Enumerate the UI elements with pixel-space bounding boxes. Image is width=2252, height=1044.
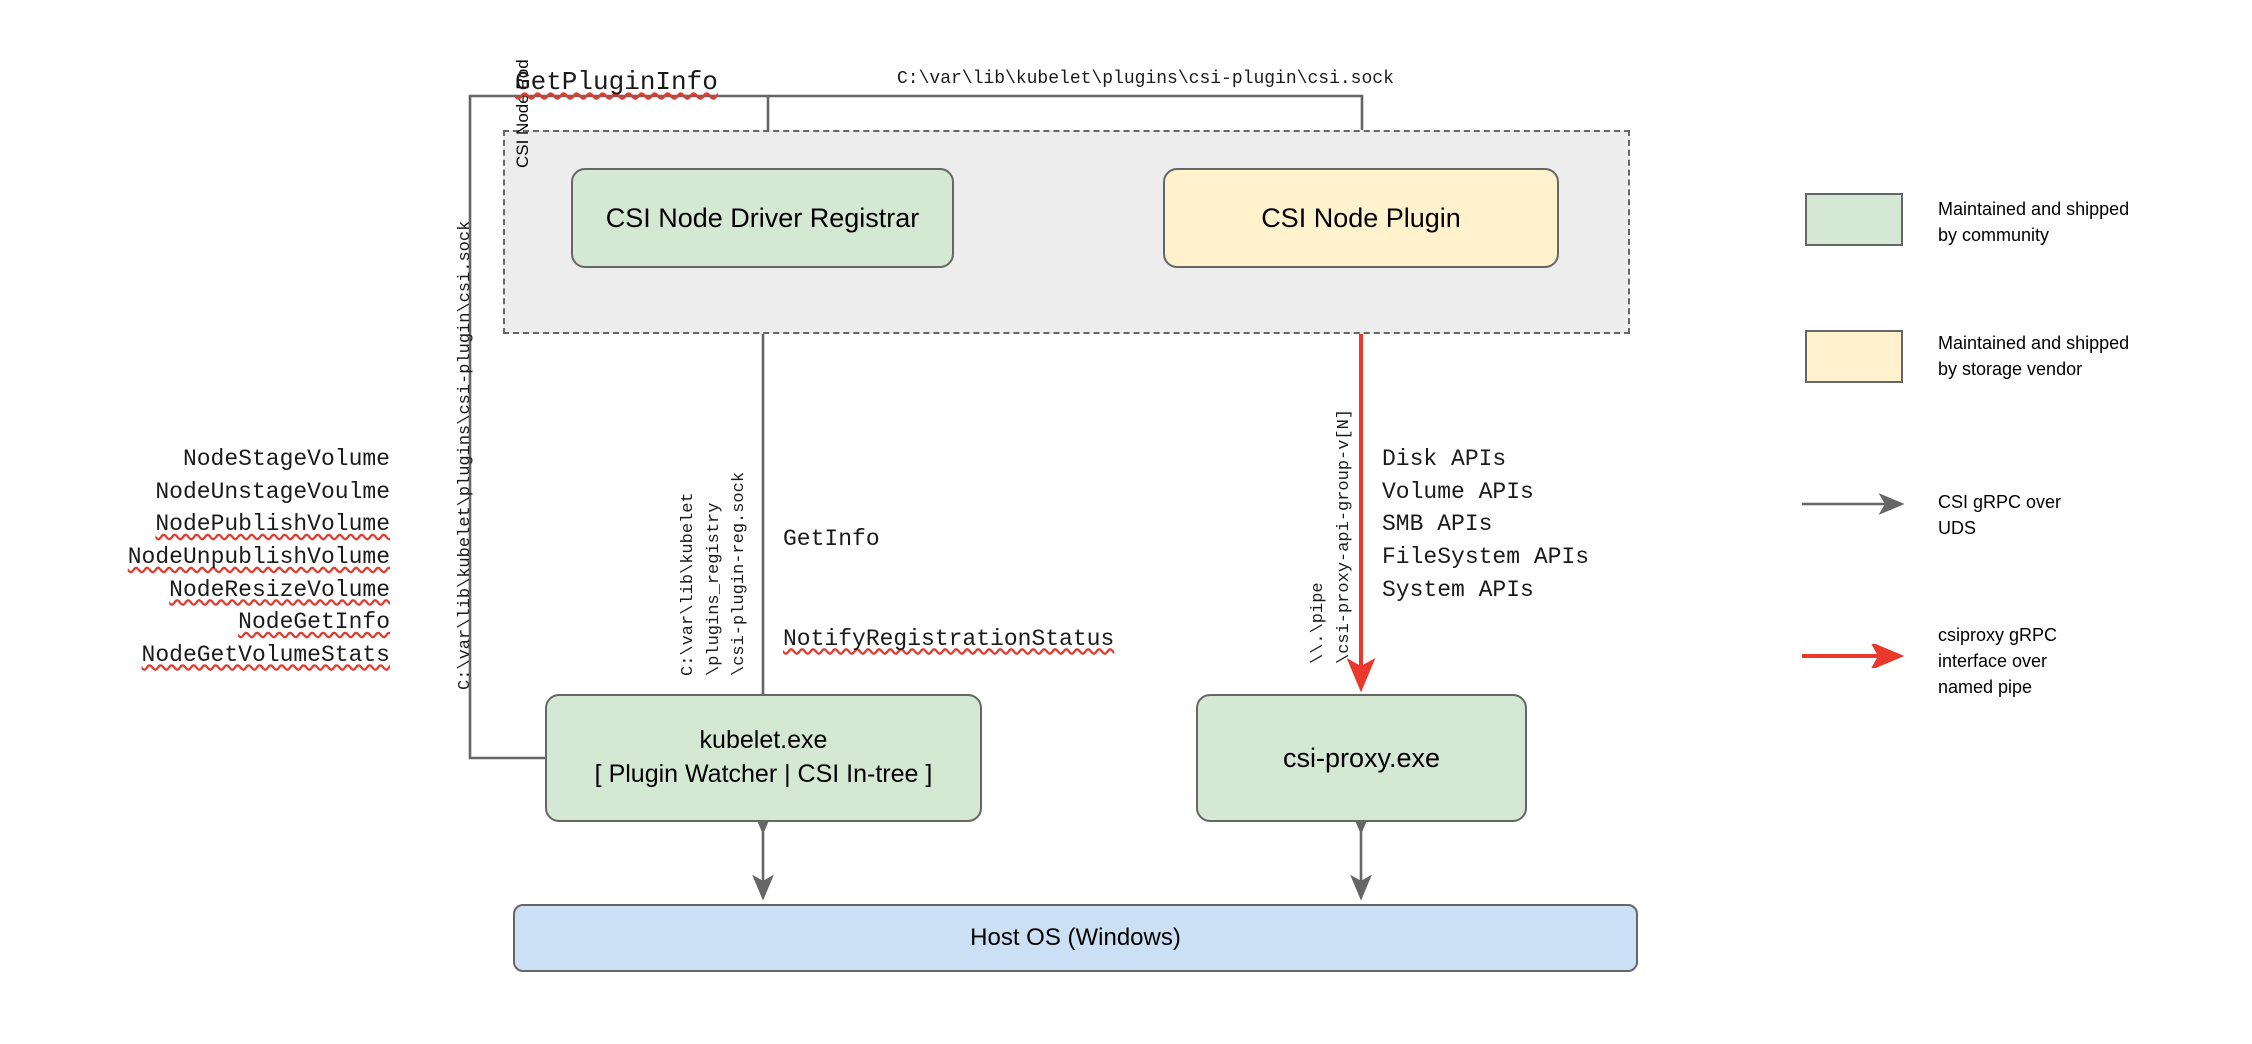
node-api-item: NodeUnstageVoulme: [155, 478, 390, 505]
node-label: CSI Node Driver Registrar: [605, 202, 920, 233]
node-label: kubelet.exe [ Plugin Watcher | CSI In-tr…: [594, 726, 933, 788]
node-host-os[interactable]: Host OS (Windows): [513, 904, 1638, 972]
node-csi-node-driver-registrar[interactable]: CSI Node Driver Registrar: [571, 168, 954, 268]
csi-proxy-api-item: Disk APIs: [1382, 446, 1507, 472]
csi-node-pod-label: CSI Node Pod: [513, 59, 532, 168]
legend-label-csiproxy-grpc-pipe: csiproxy gRPC interface over named pipe: [1938, 625, 2058, 698]
node-kubelet-exe[interactable]: kubelet.exe [ Plugin Watcher | CSI In-tr…: [545, 694, 982, 822]
label-get-plugin-info: GetPluginInfo: [515, 67, 718, 97]
node-api-item: NodeStageVolume: [182, 446, 390, 472]
legend-arrow-red-icon: [1802, 644, 1905, 668]
node-api-item: NodeResizeVolume: [169, 576, 390, 603]
label-notify-registration-status: NotifyRegistrationStatus: [783, 625, 1115, 652]
csi-proxy-api-item: FileSystem APIs: [1382, 543, 1590, 570]
node-api-item: NodeGetVolumeStats: [141, 641, 390, 668]
legend-swatch-community: [1805, 193, 1903, 246]
legend-label-storage-vendor: Maintained and shipped by storage vendor: [1938, 333, 2130, 380]
node-label: Host OS (Windows): [970, 923, 1181, 951]
legend-arrow-gray-icon: [1802, 493, 1905, 515]
legend-label-csi-grpc-uds: CSI gRPC over UDS: [1938, 492, 2062, 539]
node-api-item: NodeUnpublishVolume: [127, 543, 390, 570]
node-label: CSI Node Plugin: [1261, 202, 1461, 233]
label-get-info: GetInfo: [783, 525, 880, 552]
label-csi-sock-path-vertical: C:\var\lib\kubelet\plugins\csi-plugin\cs…: [456, 220, 475, 690]
csi-proxy-api-item: Volume APIs: [1382, 478, 1534, 505]
label-registry-sock-path-vertical: C:\var\lib\kubelet \plugins_registry \cs…: [679, 471, 749, 676]
node-csi-proxy-exe[interactable]: csi-proxy.exe: [1196, 694, 1527, 822]
label-csi-sock-path: C:\var\lib\kubelet\plugins\csi-plugin\cs…: [897, 69, 1394, 89]
node-api-item: NodePublishVolume: [155, 511, 390, 538]
node-api-item: NodeGetInfo: [238, 609, 390, 636]
csi-proxy-api-item: System APIs: [1382, 576, 1534, 603]
label-named-pipe-vertical: \\.\pipe \csi-proxy-api-group-v[N]: [1309, 408, 1354, 664]
csi-proxy-api-item: SMB APIs: [1382, 511, 1493, 538]
legend-swatch-storage-vendor: [1805, 330, 1903, 383]
node-label: csi-proxy.exe: [1282, 742, 1441, 773]
node-csi-node-plugin[interactable]: CSI Node Plugin: [1163, 168, 1559, 268]
label-registration-calls: GetInfo NotifyRegistrationStatus: [783, 456, 1114, 723]
legend-label-community: Maintained and shipped by community: [1938, 199, 2130, 246]
